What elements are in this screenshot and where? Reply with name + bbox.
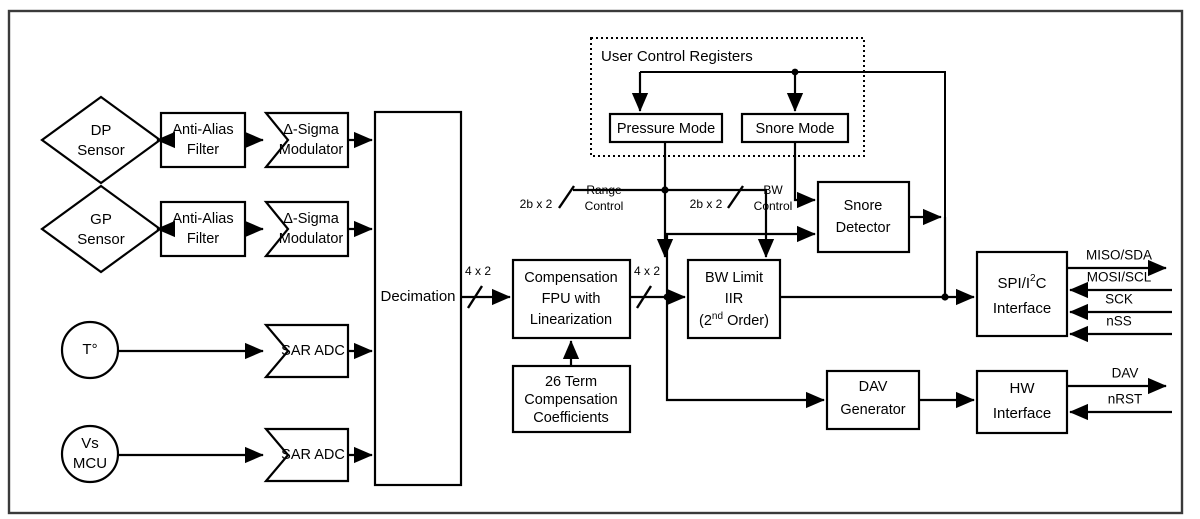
io-label-nrst: nRST — [1108, 392, 1143, 407]
bw-limit-order-post: Order) — [723, 313, 769, 329]
delta-sigma-modulator-2-line1: Δ-Sigma — [283, 211, 340, 227]
bus-slash-decim-out — [466, 285, 484, 309]
io-label-nss: nSS — [1106, 314, 1132, 329]
sar-adc-1 — [263, 323, 350, 379]
io-label-dav: DAV — [1112, 366, 1139, 381]
snore-detector-line1: Snore — [844, 198, 883, 214]
sar-adc-2 — [263, 427, 350, 483]
io-label-mosi-scl: MOSI/SCL — [1087, 270, 1152, 285]
delta-sigma-modulator-2-line2: Modulator — [279, 231, 344, 247]
dav-generator-line2: Generator — [840, 402, 905, 418]
spi-i2c-sup: 2 — [1030, 273, 1036, 284]
gp-sensor-label-line1: GP — [90, 211, 112, 228]
bw-limit-order-pre: (2 — [699, 313, 712, 329]
compensation-fpu-line1: Compensation — [524, 270, 618, 286]
wire-register-feed-bus — [640, 71, 946, 297]
vs-mcu-label-line2: MCU — [73, 455, 107, 472]
bw-limit-line1: BW Limit — [705, 270, 763, 286]
range-control-line1: Range — [586, 183, 622, 197]
compensation-fpu-line3: Linearization — [530, 312, 612, 328]
vs-mcu-label-line1: Vs — [81, 435, 99, 452]
anti-alias-filter-1-line2: Filter — [187, 142, 219, 158]
hw-interface-block — [975, 369, 1069, 435]
user-control-registers-label: User Control Registers — [601, 48, 753, 65]
spi-i2c-line2: Interface — [993, 300, 1051, 317]
io-label-sck: SCK — [1105, 292, 1133, 307]
dp-sensor — [40, 95, 162, 185]
spi-i2c-line1: SPI/I2C — [998, 273, 1047, 292]
anti-alias-filter-2-line1: Anti-Alias — [172, 211, 233, 227]
gp-sensor — [40, 184, 162, 274]
io-label-miso-sda: MISO/SDA — [1086, 248, 1152, 263]
snore-detector-line2: Detector — [836, 220, 891, 236]
spi-i2c-interface-block — [975, 250, 1069, 338]
snore-detector-block — [816, 180, 911, 254]
decimation-label: Decimation — [380, 288, 455, 305]
delta-sigma-modulator-1-line2: Modulator — [279, 142, 344, 158]
compensation-coefficients-block — [511, 364, 632, 434]
spi-i2c-post: C — [1036, 275, 1047, 292]
delta-sigma-modulator-1-line1: Δ-Sigma — [283, 122, 340, 138]
delta-sigma-modulator-1 — [263, 111, 350, 169]
dav-generator-block — [825, 369, 921, 431]
hw-interface-line2: Interface — [993, 405, 1051, 422]
anti-alias-filter-1-line1: Anti-Alias — [172, 122, 233, 138]
decimation-block — [373, 110, 463, 487]
compensation-fpu-line2: FPU with — [542, 291, 601, 307]
snore-mode-label: Snore Mode — [756, 121, 835, 137]
sar-adc-2-label: SAR ADC — [281, 447, 345, 463]
bw-control-line1: BW — [763, 183, 783, 197]
gp-sensor-label-line2: Sensor — [77, 231, 125, 248]
hw-interface-line1: HW — [1010, 380, 1036, 397]
pressure-mode-label: Pressure Mode — [617, 121, 715, 137]
wire-fpu-to-dav-generator — [665, 297, 825, 409]
dp-sensor-label-line2: Sensor — [77, 142, 125, 159]
wire-snore-mode-to-detector — [793, 142, 816, 209]
bus-label-range-width: 2b x 2 — [520, 197, 553, 211]
compensation-fpu-block — [511, 258, 632, 340]
anti-alias-filter-2-line2: Filter — [187, 231, 219, 247]
bus-label-decimation-out: 4 x 2 — [465, 264, 491, 278]
wire-bw-control-path — [665, 188, 775, 258]
sar-adc-1-label: SAR ADC — [281, 343, 345, 359]
bus-label-bw-width: 2b x 2 — [690, 197, 723, 211]
bus-slash-fpu-out — [635, 285, 653, 309]
snore-mode-register[interactable] — [740, 112, 850, 144]
user-control-registers-group — [590, 37, 865, 157]
bw-control-line2: Control — [754, 199, 793, 213]
coefficients-line3: Coefficients — [533, 410, 609, 426]
delta-sigma-modulator-2 — [263, 200, 350, 258]
range-control-line2: Control — [585, 199, 624, 213]
bus-slash-bw — [727, 185, 744, 209]
spi-i2c-pre: SPI/I — [998, 275, 1031, 292]
pressure-mode-register[interactable] — [608, 112, 724, 144]
dav-generator-line1: DAV — [859, 379, 888, 395]
bw-limit-iir-block — [686, 258, 782, 340]
bw-limit-order-sup: nd — [712, 311, 723, 322]
coefficients-line1: 26 Term — [545, 374, 597, 390]
bw-limit-line2: IIR — [725, 291, 744, 307]
temp-sensor-label: T° — [82, 341, 97, 358]
dp-sensor-label-line1: DP — [91, 122, 112, 139]
bus-label-fpu-out: 4 x 2 — [634, 264, 660, 278]
bus-slash-range — [558, 185, 575, 209]
coefficients-line2: Compensation — [524, 392, 618, 408]
bw-limit-line3: (2nd Order) — [699, 311, 769, 329]
